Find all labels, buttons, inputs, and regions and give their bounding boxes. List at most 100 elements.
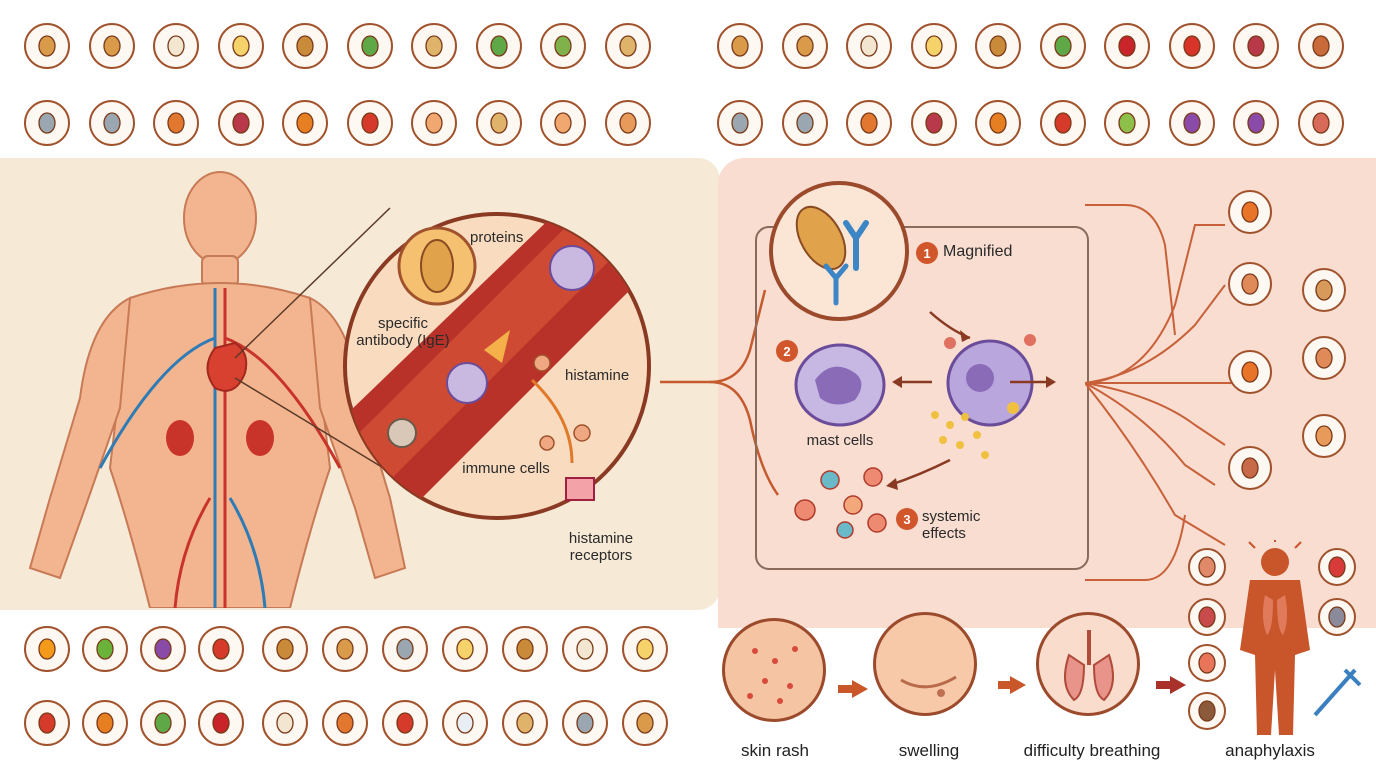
pepper-icon: [1168, 23, 1215, 69]
nut-icon: [475, 100, 522, 146]
insect-icon: [1188, 692, 1226, 730]
egg-icon: [442, 626, 488, 672]
mechanism-frame: [755, 226, 1089, 570]
peanut-icon: [24, 23, 70, 69]
step-number-2: 2: [776, 340, 798, 362]
network-icon: [604, 100, 651, 146]
grapes-icon: [1168, 100, 1215, 146]
milk-bottle-icon: [153, 23, 199, 69]
cherry-icon: [198, 700, 244, 746]
magnified-blood-vessel: [343, 212, 651, 520]
step-number-3: 3: [896, 508, 918, 530]
clipboard-icon: [1302, 268, 1346, 312]
wheat-icon: [975, 23, 1021, 69]
shell-icon: [411, 100, 457, 146]
tomato-icon: [382, 700, 428, 746]
peanut-icon: [717, 23, 763, 69]
network-icon: [1302, 414, 1346, 458]
tomato-icon: [24, 700, 70, 746]
label-specific-antibody: specific antibody (IgE): [356, 315, 450, 350]
progression-arrow: [1170, 676, 1186, 694]
milk-bottle-icon: [262, 700, 308, 746]
strawberry-icon: [1318, 548, 1356, 586]
molecule-icon: [153, 100, 199, 146]
meat-icon: [1297, 100, 1344, 146]
histamine-icon: [533, 354, 551, 372]
milk-bottle-icon: [562, 626, 608, 672]
fish-icon: [382, 626, 428, 672]
label-histamine: histamine: [565, 367, 630, 384]
label-magnified: Magnified: [943, 243, 1013, 260]
molecule-icon: [322, 700, 368, 746]
steak-icon: [1188, 598, 1226, 636]
egg-icon: [217, 23, 264, 69]
flow-connector: [660, 289, 780, 496]
pumpkin-icon: [975, 100, 1021, 146]
peanut-icon: [88, 23, 135, 69]
fish-icon: [88, 100, 135, 146]
nut-icon: [604, 23, 651, 69]
progression-arrow: [852, 680, 868, 698]
milk-bottle-icon: [846, 23, 892, 69]
symptom-label-swelling: swelling: [898, 741, 960, 760]
tomato-icon: [198, 626, 244, 672]
pea-pod-icon: [140, 700, 186, 746]
immune-cell-icon: [446, 362, 488, 404]
peanut-icon: [781, 23, 828, 69]
mechanism-arrows: [886, 311, 1056, 490]
symptom-label-skin-rash: skin rash: [740, 741, 810, 760]
pea-pod-icon: [1039, 23, 1086, 69]
circuit-connector-lines: [1085, 204, 1235, 581]
virus-icon: [1318, 598, 1356, 636]
molecule-icon: [846, 100, 892, 146]
orange-icon: [24, 626, 70, 672]
symptom-label-anaphylaxis: anaphylaxis: [1225, 741, 1315, 760]
peanut-icon: [622, 700, 668, 746]
label-systemic-effects: systemic effects: [922, 508, 981, 543]
egg-icon: [622, 626, 668, 672]
label-proteins: proteins: [470, 229, 524, 246]
peanut-icon: [795, 205, 847, 271]
histamine-receptor-icon: [565, 477, 595, 501]
histamine-icon: [573, 424, 591, 442]
shrimp-icon: [1188, 644, 1226, 682]
systemic-molecules-icon: [794, 467, 887, 539]
epinephrine-syringe-icon: [1313, 668, 1362, 717]
degranulating-cell-icon: [944, 334, 1036, 427]
symptom-swelling-image: [873, 612, 977, 716]
fish-icon: [781, 100, 828, 146]
symptom-label-difficulty-breathing: difficulty breathing: [1023, 741, 1161, 760]
soybean-icon: [540, 23, 586, 69]
apple-icon: [82, 626, 128, 672]
fish-icon: [717, 100, 763, 146]
nut-icon: [502, 700, 548, 746]
progression-arrow: [1010, 676, 1026, 694]
histamine-granules-icon: [931, 411, 989, 459]
kidney-icon: [246, 420, 274, 456]
human-body-figure: [28, 171, 407, 608]
wheat-icon: [502, 626, 548, 672]
calendar-icon: [1302, 336, 1346, 380]
peanut-icon: [322, 626, 368, 672]
pumpkin-icon: [282, 100, 328, 146]
step-number-1: 1: [916, 242, 938, 264]
shell-icon: [540, 100, 586, 146]
symptom-skin-rash-image: [722, 618, 826, 722]
magnified-antibody-circle: [769, 181, 909, 321]
beet-icon: [910, 100, 957, 146]
antibody-icon: [843, 220, 869, 271]
pumpkin-icon: [82, 700, 128, 746]
milk-carton-icon: [442, 700, 488, 746]
wheat-icon: [262, 626, 308, 672]
face-icon: [1188, 548, 1226, 586]
label-mast-cells: mast cells: [806, 432, 874, 449]
kidney-icon: [166, 420, 194, 456]
sausage-icon: [1297, 23, 1344, 69]
antibody-icon: [823, 263, 849, 306]
histamine-icon: [539, 435, 555, 451]
cell-icon: [1228, 446, 1272, 490]
lime-icon: [1104, 100, 1150, 146]
pea-pod-icon: [475, 23, 522, 69]
label-histamine-receptors: histamine receptors: [568, 530, 634, 565]
egg-icon: [910, 23, 957, 69]
